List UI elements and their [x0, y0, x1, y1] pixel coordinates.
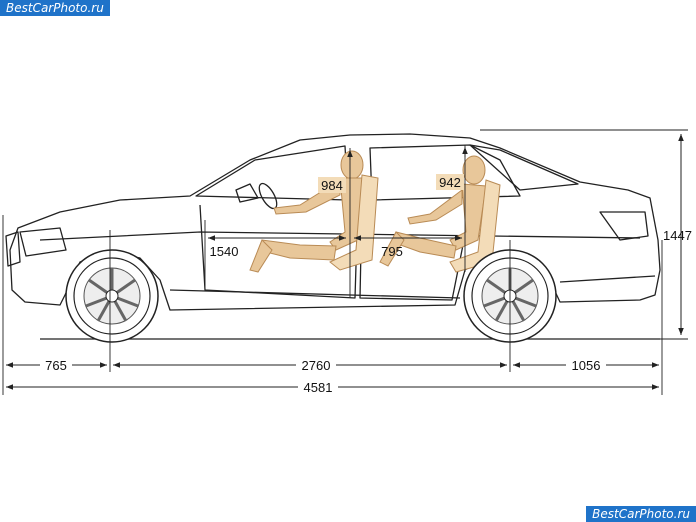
overall-length-label: 4581 — [304, 380, 333, 395]
label-bg-942 — [436, 174, 464, 190]
label-bg-4581 — [298, 379, 338, 395]
label-bg-2760 — [296, 357, 336, 373]
rear-overhang-label: 1056 — [572, 358, 601, 373]
rear-headroom-label: 942 — [439, 175, 461, 190]
rear-seat — [449, 179, 501, 273]
label-bg-1056 — [566, 357, 606, 373]
height-label: 1447 — [663, 228, 692, 243]
front-seat — [329, 174, 379, 271]
extension-lines — [2, 129, 688, 395]
label-bg-984 — [318, 177, 346, 193]
front-wheel — [65, 249, 159, 343]
label-bg-765 — [40, 357, 72, 373]
watermark-top-left: BestCarPhoto.ru — [0, 0, 110, 16]
front-legroom-label: 1540 — [210, 244, 239, 259]
wheelbase-label: 2760 — [302, 358, 331, 373]
front-headroom-label: 984 — [321, 178, 343, 193]
watermark-bottom-right: BestCarPhoto.ru — [586, 506, 696, 522]
rear-legroom-label: 795 — [381, 244, 403, 259]
label-bg-1540 — [206, 243, 242, 259]
front-overhang-label: 765 — [45, 358, 67, 373]
occupant-front — [249, 150, 364, 273]
